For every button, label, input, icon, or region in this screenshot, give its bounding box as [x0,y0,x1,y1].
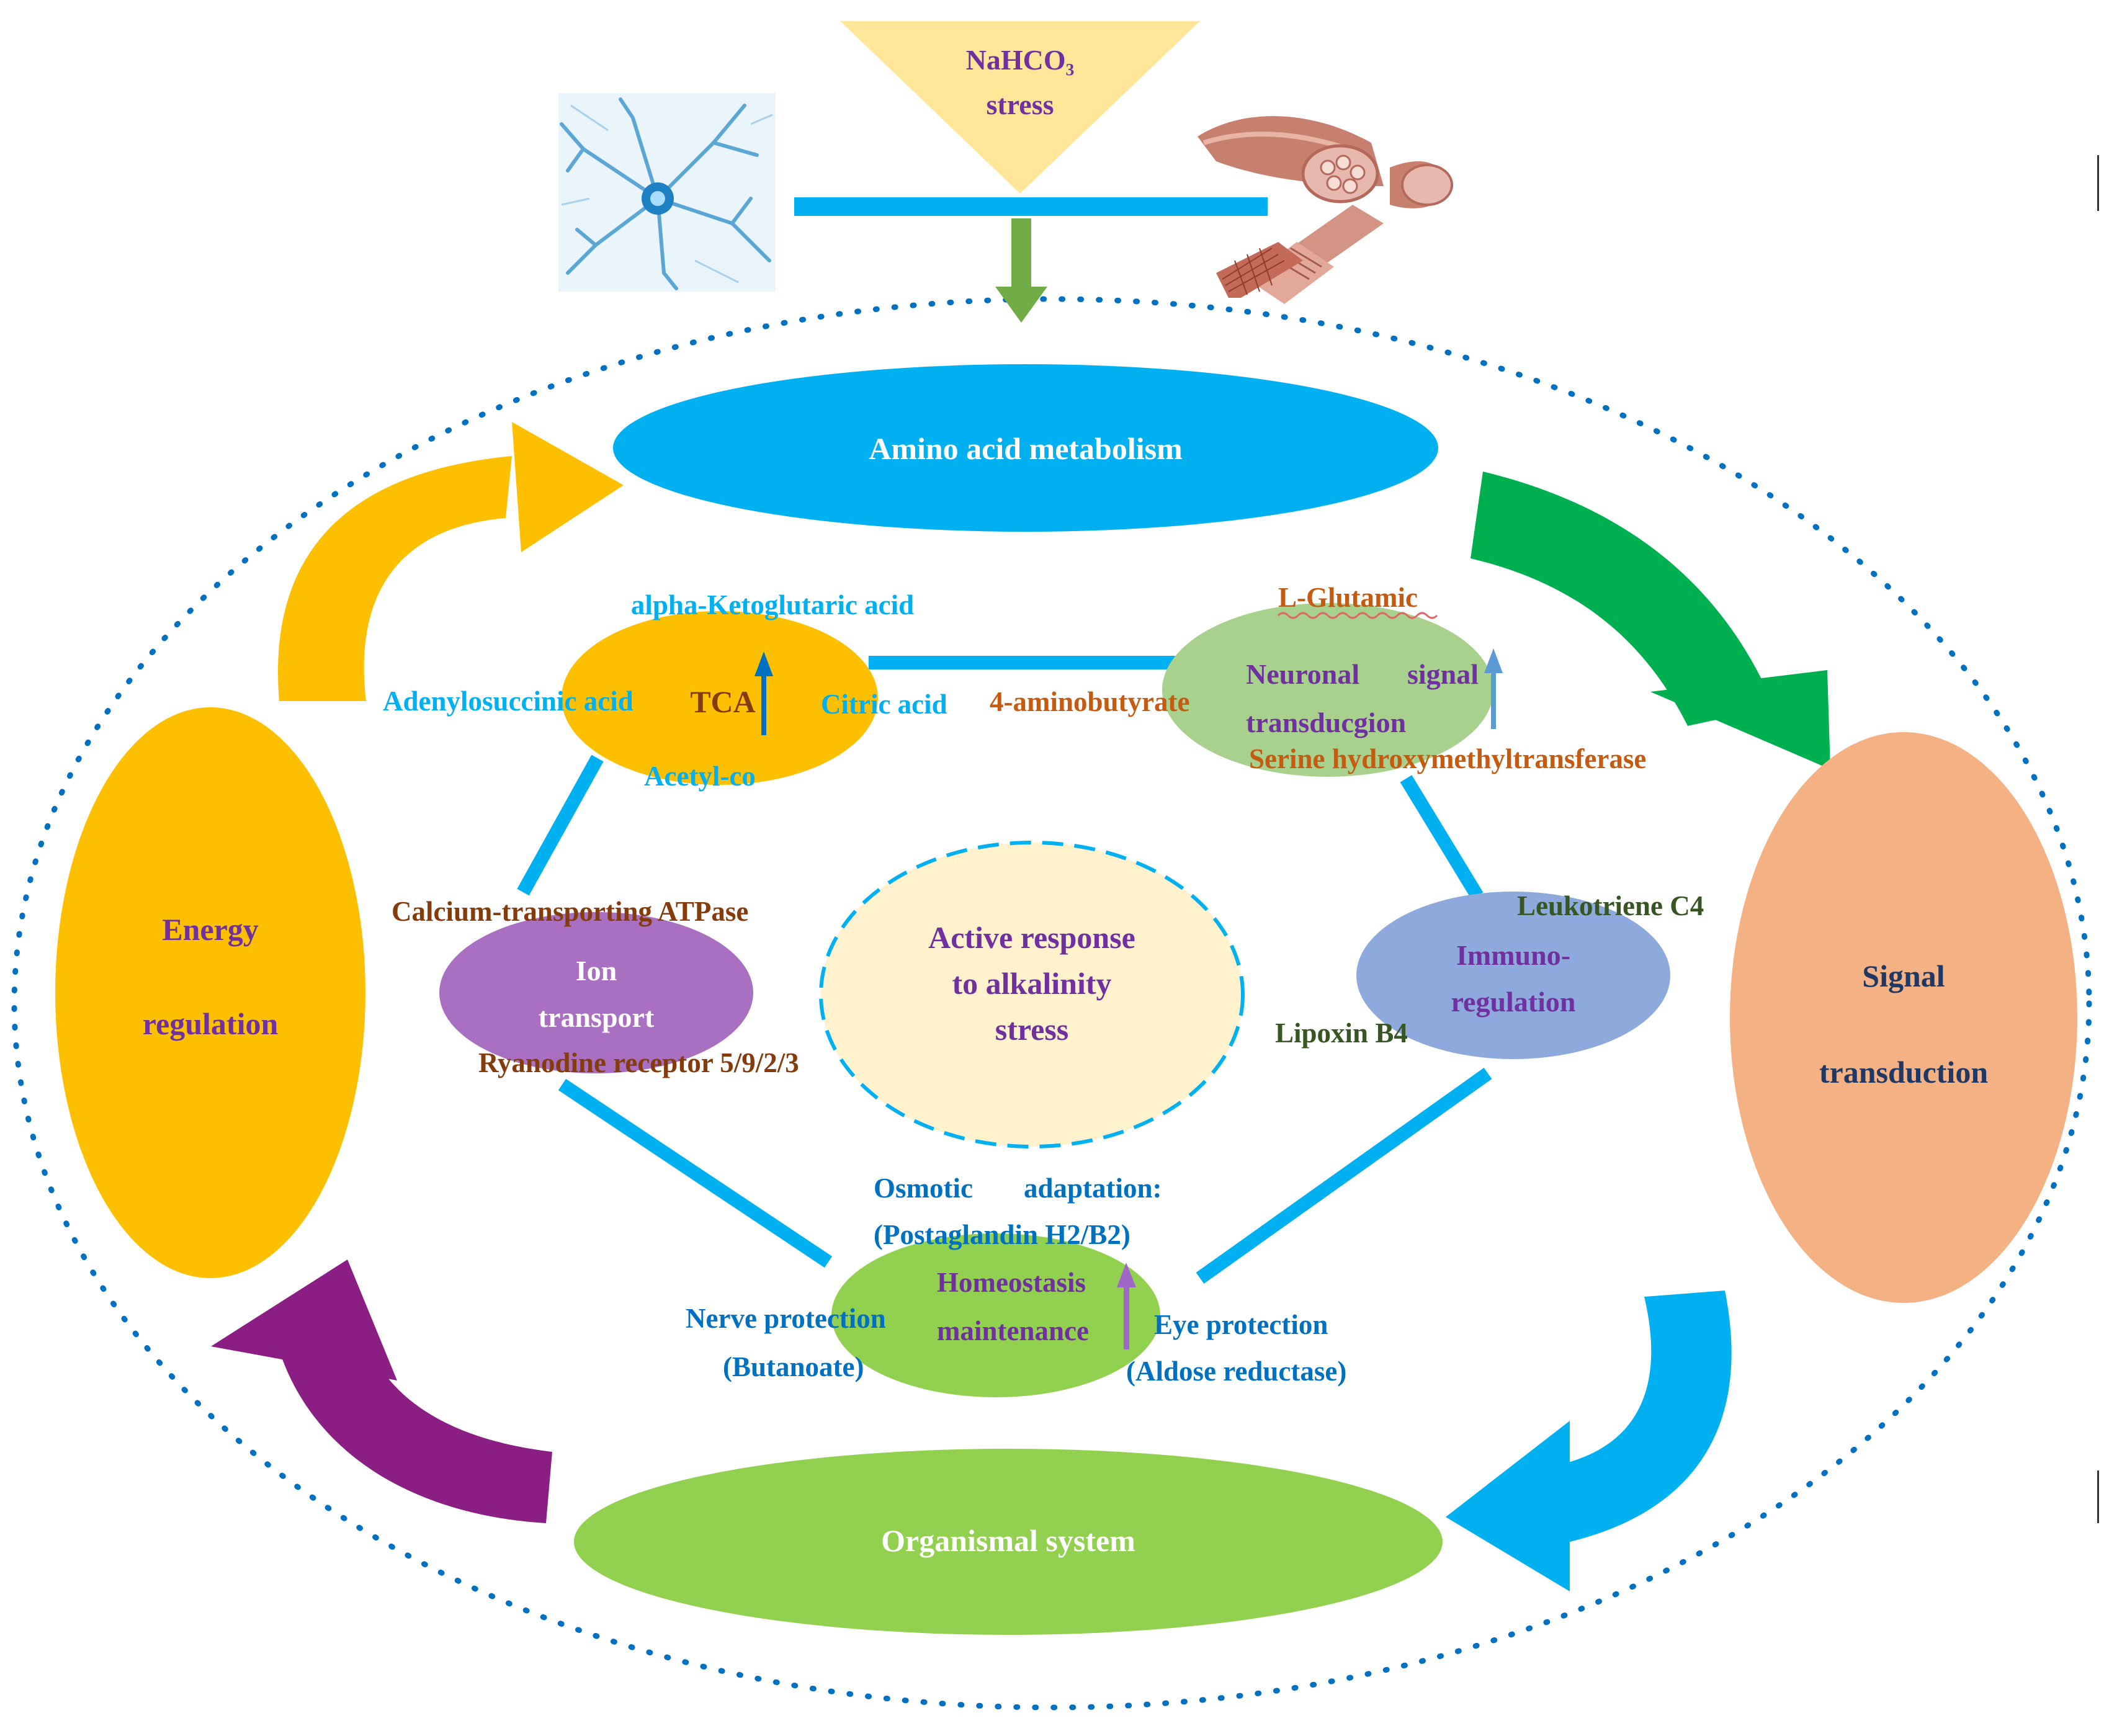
stress-label-line1: NaHCO₃ [966,44,1075,76]
homeostasis-label-line1: Homeostasis [937,1267,1086,1298]
butanoate-label: (Butanoate) [723,1351,864,1382]
center-label-line3: stress [995,1012,1069,1047]
stress-bar [794,197,1268,216]
osmotic-label-b: adaptation: [1024,1173,1162,1204]
acetyl-co-label: Acetyl-co [644,761,756,792]
energy-label-line2: regulation [143,1006,279,1041]
signal-label-line2: transduction [1819,1055,1988,1089]
citric-acid-label: Citric acid [821,689,947,720]
neuronal-label-a: Neuronal [1246,658,1359,690]
aldose-label: (Aldose reductase) [1126,1356,1346,1387]
amino-label: Amino acid metabolism [869,431,1183,466]
connector-ion-homeostasis [558,1078,833,1268]
organismal-system-node [574,1449,1443,1635]
ryanodine-label: Ryanodine receptor 5/9/2/3 [478,1047,799,1078]
neuronal-signal-node [1162,603,1493,777]
neuron-cell-icon [558,93,776,292]
arrow-signal-to-organismal [1446,1291,1732,1591]
lipoxin-label: Lipoxin B4 [1275,1018,1408,1049]
stress-funnel [840,21,1200,194]
homeostasis-up-arrow [1117,1263,1136,1349]
ion-label-line1: Ion [576,955,617,987]
immuno-label-line2: regulation [1451,986,1575,1018]
adenylosuccinic-label: Adenylosuccinic acid [383,686,633,717]
arrow-organismal-to-energy [211,1259,552,1523]
edge-mark-lower [2097,1470,2099,1523]
signal-label-line1: Signal [1862,959,1945,993]
alpha-ketoglutaric-label: alpha-Ketoglutaric acid [631,589,914,620]
homeostasis-label-line2: maintenance [937,1315,1089,1346]
serine-label: Serine hydroxymethyltransferase [1249,743,1646,774]
ion-label-line2: transport [539,1001,655,1033]
nerve-protection-label: Nerve protection [686,1303,886,1334]
organismal-label: Organismal system [881,1523,1135,1558]
connector-immuno-homeostasis [1196,1068,1492,1284]
tca-label: TCA [690,684,756,719]
arrow-amino-to-signal [1471,472,1830,769]
connector-tca-ion [517,754,604,896]
outer-dotted-boundary [11,296,2092,1711]
aminobutyrate-label: 4-aminobutyrate [990,686,1189,717]
edge-mark-upper [2097,155,2099,211]
signal-transduction-node [1730,732,2077,1303]
l-glutamic-label: L-Glutamic [1278,582,1418,613]
immuno-label-line1: Immuno- [1456,939,1570,971]
connector-neuronal-immuno [1400,775,1484,900]
ion-transport-node [439,912,753,1073]
neuronal-label-b: signal [1407,658,1479,690]
homeostasis-node [831,1233,1160,1397]
calcium-atpase-label: Calcium-transporting ATPase [392,896,748,927]
muscle-fiber-icon [1197,116,1453,304]
neuronal-label-line2: transducgion [1246,707,1406,738]
amino-acid-metabolism-node [613,364,1438,532]
energy-regulation-node [55,707,365,1278]
center-label-line1: Active response [928,920,1135,955]
active-response-node [819,841,1245,1148]
center-label-line2: to alkalinity [952,966,1112,1001]
eye-protection-label: Eye protection [1154,1309,1328,1340]
l-glutamic-underline [1277,612,1438,619]
pentagon-connectors [517,656,1492,1284]
immuno-regulation-node [1356,892,1670,1059]
tca-node [562,611,878,785]
neuronal-up-arrow [1484,648,1503,729]
osmotic-label-a: Osmotic [874,1173,973,1204]
postaglandin-label: (Postaglandin H2/B2) [874,1219,1130,1250]
stress-label-line2: stress [986,89,1054,120]
energy-label-line1: Energy [162,912,259,947]
arrow-energy-to-amino [277,422,624,701]
stress-down-arrow [995,218,1047,323]
leukotriene-label: Leukotriene C4 [1517,890,1704,921]
tca-up-arrow [754,651,773,735]
